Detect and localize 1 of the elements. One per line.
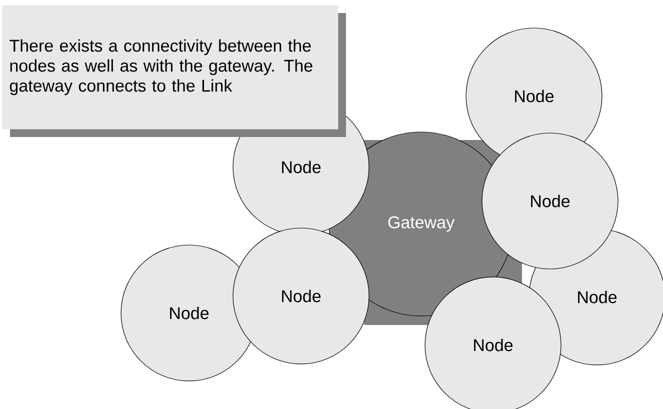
node-label: Node <box>578 290 617 304</box>
